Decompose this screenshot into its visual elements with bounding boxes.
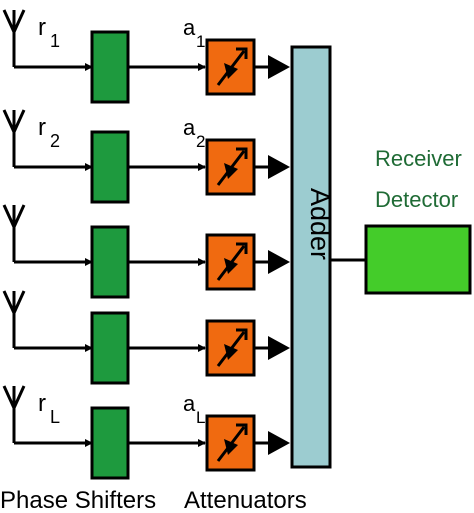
branch-4-antenna-icon bbox=[2, 290, 26, 348]
branch-3-antenna-icon bbox=[2, 204, 26, 262]
branch-1-weight-label: a bbox=[183, 15, 196, 40]
branch-1-signal-subscript: 1 bbox=[50, 31, 60, 51]
detector-label: Detector bbox=[375, 187, 458, 212]
branch-3-phase-shifter bbox=[90, 225, 130, 299]
branch-5-signal-label: r bbox=[38, 390, 46, 417]
adder-label: Adder bbox=[305, 188, 335, 260]
branch-1-weight-subscript: 1 bbox=[196, 32, 205, 51]
phase-shifters-label: Phase Shifters bbox=[0, 487, 156, 513]
branch-2-phase-shifter bbox=[90, 130, 130, 204]
adder-block bbox=[290, 45, 332, 469]
attenuators-label: Attenuators bbox=[184, 487, 307, 513]
branch-4-to-adder-arrowhead bbox=[268, 336, 290, 360]
receiver-label: Receiver bbox=[375, 146, 462, 171]
branch-5-weight-label: a bbox=[183, 391, 196, 416]
branch-5-signal-subscript: L bbox=[50, 407, 60, 427]
branch-5-antenna-icon bbox=[2, 385, 26, 443]
branch-2-antenna-icon bbox=[2, 109, 26, 167]
branch-2-weight-label: a bbox=[183, 115, 196, 140]
branch-2-weight-subscript: 2 bbox=[196, 132, 205, 151]
branch-1-antenna-icon bbox=[2, 9, 26, 67]
branch-5-to-adder-arrowhead bbox=[268, 431, 290, 455]
branch-1-to-adder-arrowhead bbox=[268, 55, 290, 79]
receiver-detector-block bbox=[364, 224, 472, 295]
branch-1-phase-shifter bbox=[90, 30, 130, 104]
branch-3-attenuator-wedge-icon bbox=[224, 258, 238, 274]
branch-2-attenuator-wedge-icon bbox=[224, 163, 238, 179]
branch-3-to-adder-arrowhead bbox=[268, 250, 290, 274]
branch-2-signal-subscript: 2 bbox=[50, 131, 60, 151]
branch-1-signal-label: r bbox=[38, 14, 46, 41]
branch-5-phase-shifter bbox=[90, 406, 130, 480]
branch-5-weight-subscript: L bbox=[196, 408, 205, 427]
branch-4-attenuator-wedge-icon bbox=[224, 344, 238, 360]
branch-2-signal-label: r bbox=[38, 114, 46, 141]
branch-4-phase-shifter bbox=[90, 311, 130, 385]
branch-5-attenuator-wedge-icon bbox=[224, 439, 238, 455]
branch-1-attenuator-wedge-icon bbox=[224, 63, 238, 79]
branch-2-to-adder-arrowhead bbox=[268, 155, 290, 179]
